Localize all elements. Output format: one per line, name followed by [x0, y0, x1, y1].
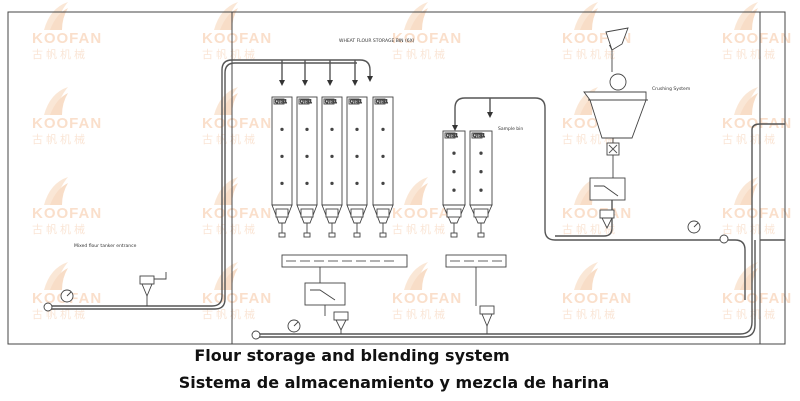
watermark-brand: KOOFAN	[202, 115, 273, 132]
sail-logo-icon	[214, 2, 238, 30]
caption-english: Flour storage and blending system	[194, 346, 510, 365]
watermark-chinese: 古帆机械	[722, 133, 778, 146]
sail-logo-icon	[44, 262, 68, 290]
bin-tag: QTS1	[300, 99, 312, 105]
sample-label: Sample bin	[498, 126, 523, 132]
watermark-chinese: 古帆机械	[32, 48, 88, 61]
sample-bin-2: QTS1	[469, 130, 493, 238]
main-bin-2: QTS1	[296, 96, 318, 238]
pressure-gauges	[43, 220, 729, 340]
pipelines	[48, 59, 785, 338]
watermark-chinese: 古帆机械	[32, 133, 88, 146]
sail-logo-icon	[404, 262, 428, 290]
watermark-chinese: 古帆机械	[202, 133, 258, 146]
sail-logo-icon	[44, 87, 68, 115]
sail-logo-icon	[734, 87, 758, 115]
storage-bins-sample: QTS1 QTS1	[442, 130, 493, 238]
watermark-brand: KOOFAN	[32, 115, 103, 132]
watermark-brand: KOOFAN	[32, 205, 103, 222]
watermark-brand: KOOFAN	[202, 205, 273, 222]
watermark-brand: KOOFAN	[392, 30, 463, 47]
caption-spanish: Sistema de almacenamiento y mezcla de ha…	[178, 373, 610, 392]
watermark-brand: KOOFAN	[32, 30, 103, 47]
watermark-brand: KOOFAN	[392, 290, 463, 307]
main-bin-4: QTS1	[346, 96, 368, 238]
watermark-chinese: 古帆机械	[202, 223, 258, 236]
bin-tag: QTS1	[446, 133, 458, 139]
sail-logo-icon	[574, 262, 598, 290]
entrance-label: Mixed flour tanker entrance	[74, 243, 137, 249]
main-bin-1: QTS1	[271, 96, 293, 238]
watermark-chinese: 古帆机械	[32, 223, 88, 236]
watermark-brand: KOOFAN	[562, 290, 633, 307]
bin-tag: QTS1	[325, 99, 337, 105]
watermark-chinese: 古帆机械	[202, 48, 258, 61]
watermark-chinese: 古帆机械	[202, 308, 258, 321]
watermark-chinese: 古帆机械	[392, 48, 448, 61]
watermark-chinese: 古帆机械	[562, 223, 618, 236]
storage-bins-main: QTS1 QTS1 QTS1 QTS1 QTS1	[271, 96, 394, 238]
watermark-chinese: 古帆机械	[562, 308, 618, 321]
bin-tag: QTS1	[275, 99, 287, 105]
bin-tag: QTS1	[473, 133, 485, 139]
main-bin-3: QTS1	[321, 96, 343, 238]
crushing-system	[583, 27, 648, 230]
watermark-chinese: 古帆机械	[722, 308, 778, 321]
watermark-chinese: 古帆机械	[392, 223, 448, 236]
watermark-brand: KOOFAN	[722, 290, 793, 307]
sail-logo-icon	[574, 2, 598, 30]
sail-logo-icon	[44, 2, 68, 30]
watermark-chinese: 古帆机械	[562, 48, 618, 61]
blender-unit	[304, 267, 349, 334]
watermark-brand: KOOFAN	[722, 205, 793, 222]
watermark-brand: KOOFAN	[722, 30, 793, 47]
sail-logo-icon	[734, 2, 758, 30]
watermark-chinese: 古帆机械	[32, 308, 88, 321]
bin-tag: QTS1	[376, 99, 388, 105]
sail-logo-icon	[44, 177, 68, 205]
building-outline	[7, 11, 786, 345]
sample-cyclone	[475, 267, 495, 334]
sail-logo-icon	[404, 177, 428, 205]
screw-conveyors	[281, 254, 507, 268]
watermark-chinese: 古帆机械	[722, 223, 778, 236]
main-bin-5: QTS1	[372, 96, 394, 238]
watermark-brand: KOOFAN	[202, 30, 273, 47]
bin-tag: QTS1	[350, 99, 362, 105]
watermark-brand: KOOFAN	[392, 205, 463, 222]
sample-bin-1: QTS1	[442, 130, 466, 238]
watermark-chinese: 古帆机械	[722, 48, 778, 61]
watermark-brand: KOOFAN	[722, 115, 793, 132]
sail-logo-icon	[404, 2, 428, 30]
storage-bin-label: WHEAT FLOUR STORAGE BIN (6X)	[339, 38, 415, 44]
crushing-label: Crushing System	[652, 86, 690, 92]
watermark-chinese: 古帆机械	[392, 308, 448, 321]
entrance-filter	[139, 272, 167, 306]
